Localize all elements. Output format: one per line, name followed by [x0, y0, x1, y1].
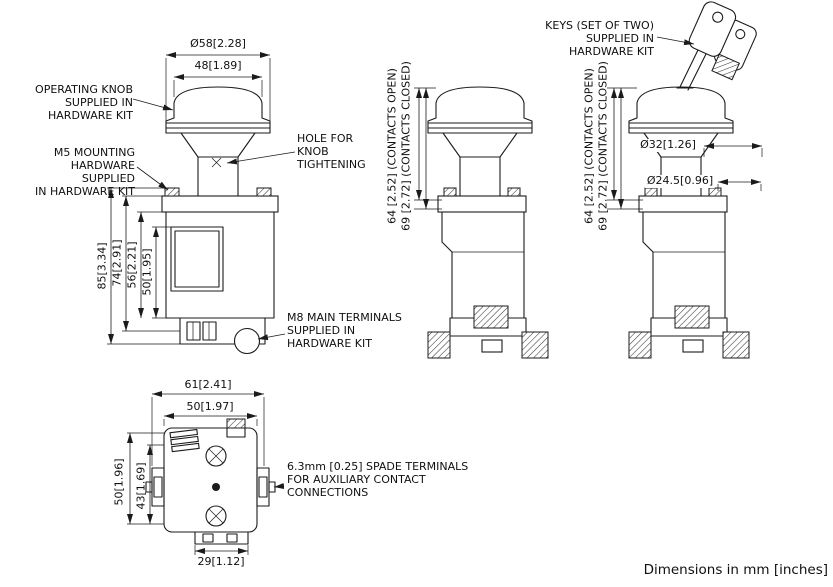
- m8-terminal: [233, 327, 261, 355]
- dim-d32-label: Ø32[1.26]: [638, 138, 698, 152]
- dim-43-label: 43[1.69]: [134, 462, 148, 510]
- m8-terminals-label: M8 MAIN TERMINALS SUPPLIED IN HARDWARE K…: [287, 311, 402, 350]
- knob-outline: [165, 86, 271, 134]
- dim-61-label: 61[2.41]: [184, 378, 232, 391]
- switch-body: [165, 211, 275, 319]
- dim-d245-label: Ø24.5[0.96]: [644, 174, 716, 188]
- contacts-open-dim-key: 64 [2.52] (CONTACTS OPEN): [582, 68, 596, 224]
- dim-50-width-label: 50[1.97]: [186, 400, 234, 413]
- contacts-closed-dim-key: 69 [2.72] (CONTACTS CLOSED): [596, 61, 610, 231]
- dim-85-label: 85[3.34]: [95, 242, 109, 290]
- keys-label: KEYS (SET OF TWO) SUPPLIED IN HARDWARE K…: [545, 19, 654, 58]
- dim-50-label: 50[1.95]: [140, 248, 154, 296]
- knob-hole-label: HOLE FOR KNOB TIGHTENING: [297, 132, 366, 171]
- knob-tightening-hole: [211, 157, 222, 168]
- spade-terminals-label: 6.3mm [0.25] SPADE TERMINALS FOR AUXILIA…: [287, 460, 469, 499]
- contacts-open-dim-side: 64 [2.52] (CONTACTS OPEN): [385, 68, 399, 224]
- dimensions-note: Dimensions in mm [inches]: [643, 562, 828, 578]
- key-view-drawing: [607, 1, 763, 359]
- dim-56-label: 56[2.21]: [125, 241, 139, 289]
- key-icon: [676, 1, 757, 91]
- dim-50-height-label: 50[1.96]: [112, 458, 126, 506]
- m5-bolt: [164, 187, 180, 197]
- dim-58-label: Ø58[2.28]: [190, 37, 246, 50]
- m5-bolt: [256, 187, 272, 197]
- dim-29-label: 29[1.12]: [197, 555, 245, 568]
- dim-74-label: 74[2.91]: [110, 239, 124, 287]
- contacts-closed-dim-side: 69 [2.72] (CONTACTS CLOSED): [399, 61, 413, 231]
- side-view-drawing: [414, 86, 549, 359]
- bottom-view-drawing: [127, 391, 285, 555]
- dim-48-label: 48[1.89]: [194, 59, 242, 72]
- operating-knob-label: OPERATING KNOB SUPPLIED IN HARDWARE KIT: [35, 83, 133, 122]
- spade-terminals: [169, 428, 200, 453]
- front-view-drawing: [107, 52, 296, 355]
- m5-hardware-label: M5 MOUNTING HARDWARE SUPPLIED IN HARDWAR…: [35, 146, 135, 198]
